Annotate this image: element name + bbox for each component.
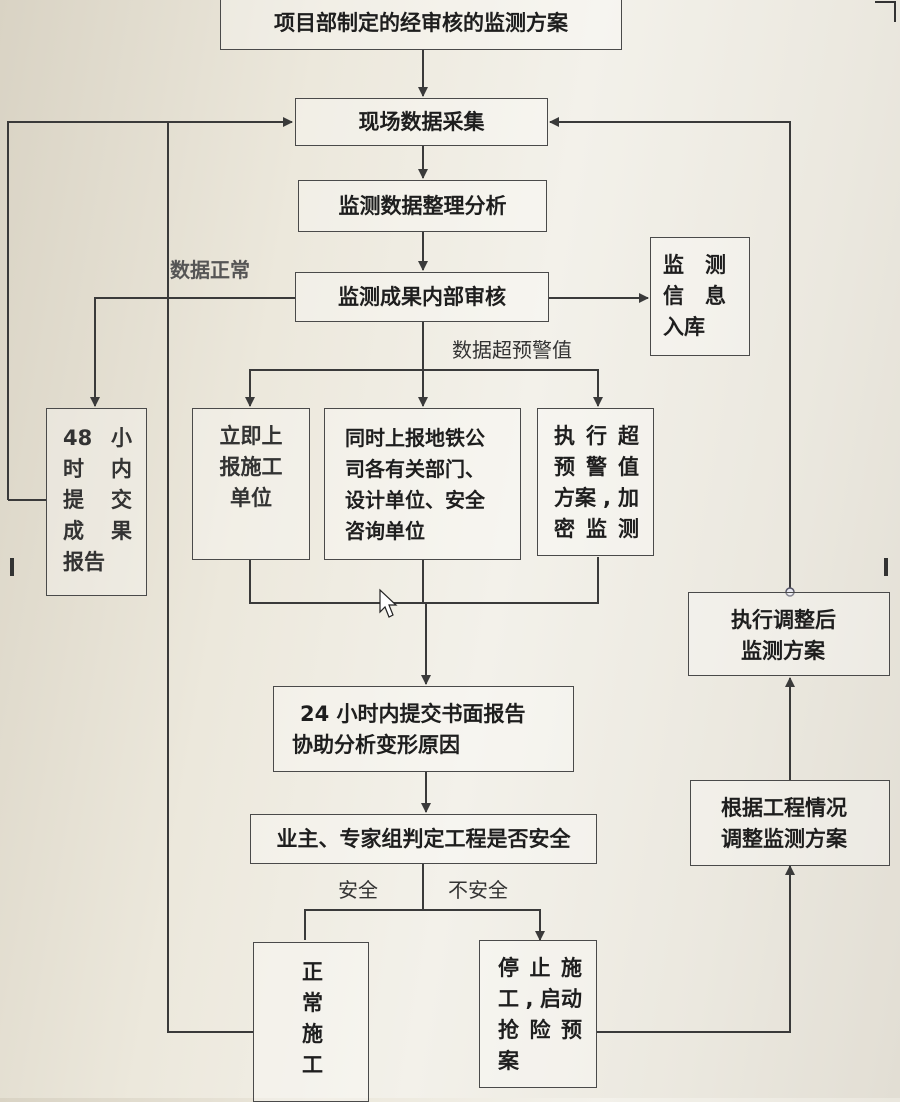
cursor-icon: [379, 588, 398, 618]
node-info-storage: 监 测 信 息 入库: [650, 237, 750, 356]
node-internal-review: 监测成果内部审核: [295, 272, 549, 322]
label-data-normal: 数据正常: [170, 258, 250, 282]
node-24h-report: 24 小时内提交书面报告 协助分析变形原因: [273, 686, 574, 772]
node-execute-adjusted-plan: 执行调整后 监测方案: [688, 592, 890, 676]
edge-execute-collect: [549, 117, 791, 592]
node-notify-metro: 同时上报地铁公 司各有关部门、 设计单位、安全 咨询单位: [324, 408, 521, 560]
node-execute-alarm-plan: 执行超 预警值 方案,加 密监测: [537, 408, 654, 556]
edge-review-report48: [90, 297, 295, 407]
label-data-exceed: 数据超预警值: [452, 338, 572, 362]
node-data-analysis: 监测数据整理分析: [298, 180, 547, 232]
edge-normal-loop-left: [7, 117, 293, 500]
node-safety-judgement: 业主、专家组判定工程是否安全: [250, 814, 597, 864]
label-safe: 安全: [338, 878, 378, 902]
node-notify-contractor: 立即上 报施工 单位: [192, 408, 310, 560]
node-normal-construction: 正 常 施 工: [253, 942, 369, 1102]
edge-stop-adjust: [597, 865, 795, 1033]
edge-normal-construction-loop: [167, 122, 253, 1033]
node-stop-construction: 停止施 工,启动 抢险预 案: [479, 940, 597, 1088]
node-adjust-plan: 根据工程情况 调整监测方案: [690, 780, 890, 866]
node-monitoring-plan: 项目部制定的经审核的监测方案: [220, 0, 622, 50]
label-unsafe: 不安全: [448, 878, 508, 902]
node-field-data-collection: 现场数据采集: [295, 98, 548, 146]
